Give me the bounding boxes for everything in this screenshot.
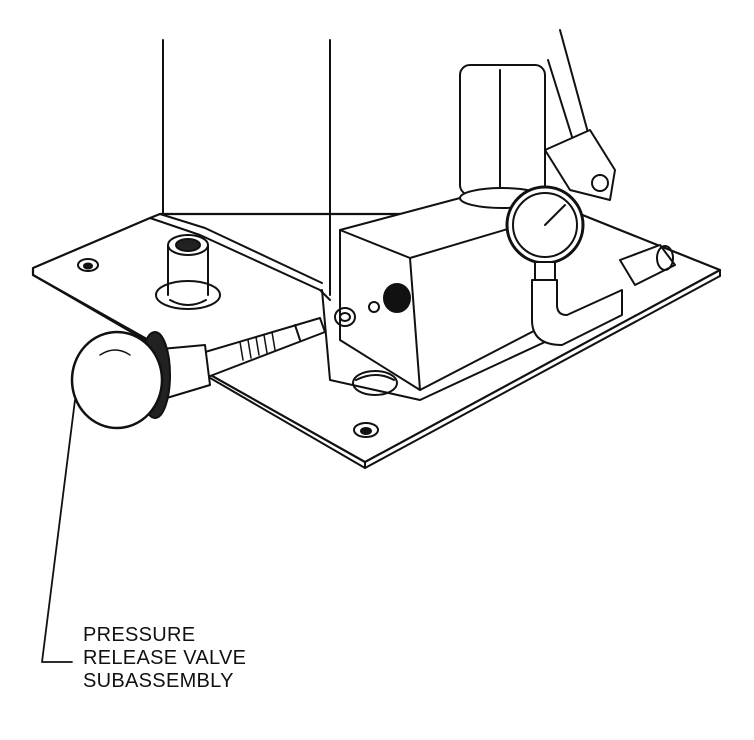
callout-line-1: PRESSURE xyxy=(83,624,196,646)
leader-line xyxy=(41,399,76,663)
callout-label: PRESSURE RELEASE VALVE SUBASSEMBLY xyxy=(83,624,246,693)
mounting-holes xyxy=(77,258,398,438)
pressure-gauge xyxy=(505,185,585,283)
reservoir xyxy=(459,29,616,209)
column xyxy=(149,39,331,301)
callout-line-2: RELEASE VALVE xyxy=(83,647,247,669)
callout-line-3: SUBASSEMBLY xyxy=(83,670,234,692)
elbow-fittings xyxy=(531,244,676,346)
valve-knob xyxy=(70,330,211,430)
tube-fitting xyxy=(155,234,221,310)
